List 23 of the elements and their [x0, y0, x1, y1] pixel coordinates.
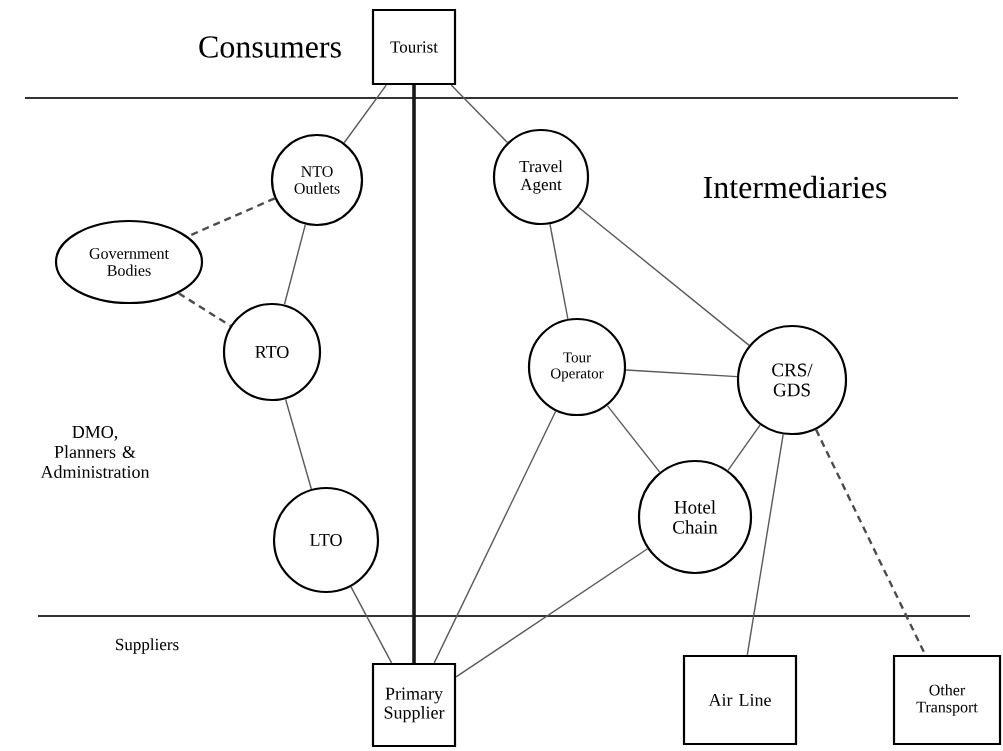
connector-line — [727, 424, 761, 472]
section-label: Consumers — [199, 36, 341, 58]
label-box: Tourist — [371, 8, 457, 86]
label-box: Air Line — [682, 654, 798, 746]
connector-line — [350, 586, 393, 664]
connector-line — [455, 548, 649, 678]
connector-line — [450, 84, 509, 144]
connector-line — [343, 84, 387, 144]
connector-line — [283, 223, 307, 306]
connector-line — [178, 292, 232, 327]
label-box: Other Transport — [892, 654, 1002, 746]
label-box: Primary Supplier — [371, 662, 457, 748]
connector-line — [625, 369, 738, 378]
section-label: Intermediaries — [703, 175, 887, 199]
section-label: DMO, Planners & Administration — [40, 425, 150, 479]
connector-line — [746, 433, 784, 656]
connector-line — [606, 404, 661, 473]
connector-line — [412, 85, 416, 663]
connector-line — [577, 206, 750, 347]
section-label: Suppliers — [116, 638, 179, 654]
connector-line — [549, 223, 569, 320]
connector-line — [433, 410, 557, 664]
connector-line — [284, 398, 313, 490]
